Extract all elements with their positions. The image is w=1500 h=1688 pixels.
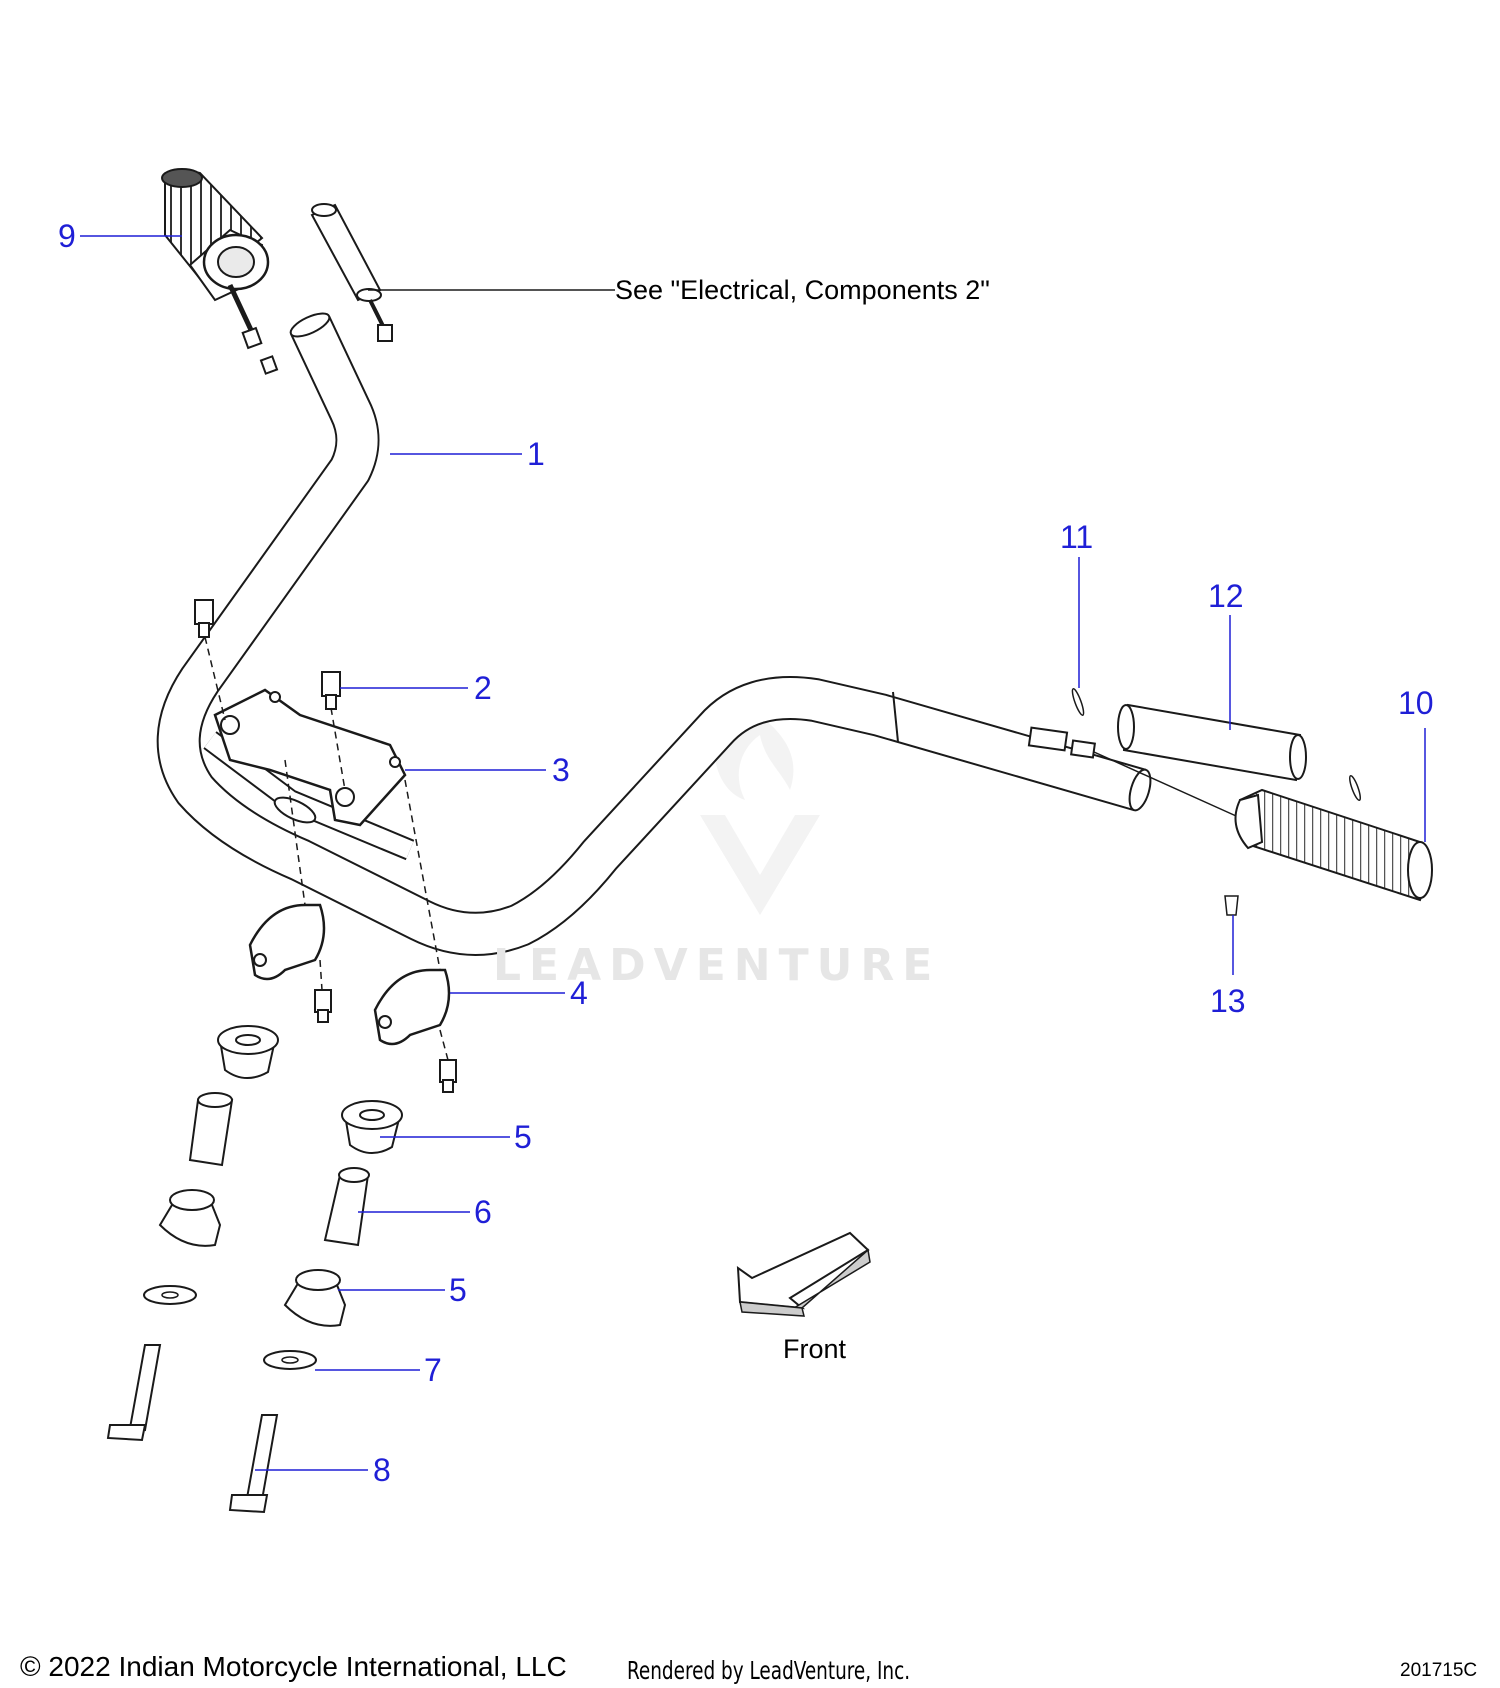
- callout-7: 7: [424, 1352, 442, 1388]
- watermark-text: LEADVENTURE: [493, 940, 941, 991]
- callout-13: 13: [1210, 983, 1246, 1019]
- throttle-sensor: [310, 203, 393, 342]
- left-grip: [161, 168, 279, 375]
- leader-lines: [80, 235, 1426, 1471]
- front-label: Front: [783, 1334, 847, 1364]
- copyright-text: © 2022 Indian Motorcycle International, …: [20, 1651, 567, 1682]
- assembly-lines: [204, 636, 449, 1061]
- callout-2: 2: [474, 670, 492, 706]
- handlebar: [156, 312, 1152, 956]
- long-bolts: [106, 1344, 279, 1514]
- callout-3: 3: [552, 752, 570, 788]
- riser-clamp-top: [213, 688, 407, 827]
- diagram-id: 201715C: [1400, 1660, 1478, 1681]
- callout-12: 12: [1208, 578, 1244, 614]
- right-grip-assembly: [1027, 688, 1433, 916]
- riser-clamps-lower: [248, 903, 457, 1093]
- washers: [143, 1285, 317, 1370]
- callout-5-upper: 5: [514, 1119, 532, 1155]
- clamp-bolts: [194, 599, 341, 710]
- see-electrical-note: See "Electrical, Components 2": [615, 275, 990, 305]
- bushings: [158, 1025, 403, 1327]
- rendered-by-text: Rendered by LeadVenture, Inc.: [627, 1656, 911, 1685]
- callout-5-lower: 5: [449, 1272, 467, 1308]
- callout-4: 4: [570, 975, 588, 1011]
- callout-8: 8: [373, 1452, 391, 1488]
- front-arrow-icon: [736, 1231, 871, 1317]
- callout-11: 11: [1060, 519, 1094, 555]
- callout-9: 9: [58, 218, 76, 254]
- callout-6: 6: [474, 1194, 492, 1230]
- callout-1: 1: [527, 436, 545, 472]
- callout-10: 10: [1398, 685, 1434, 721]
